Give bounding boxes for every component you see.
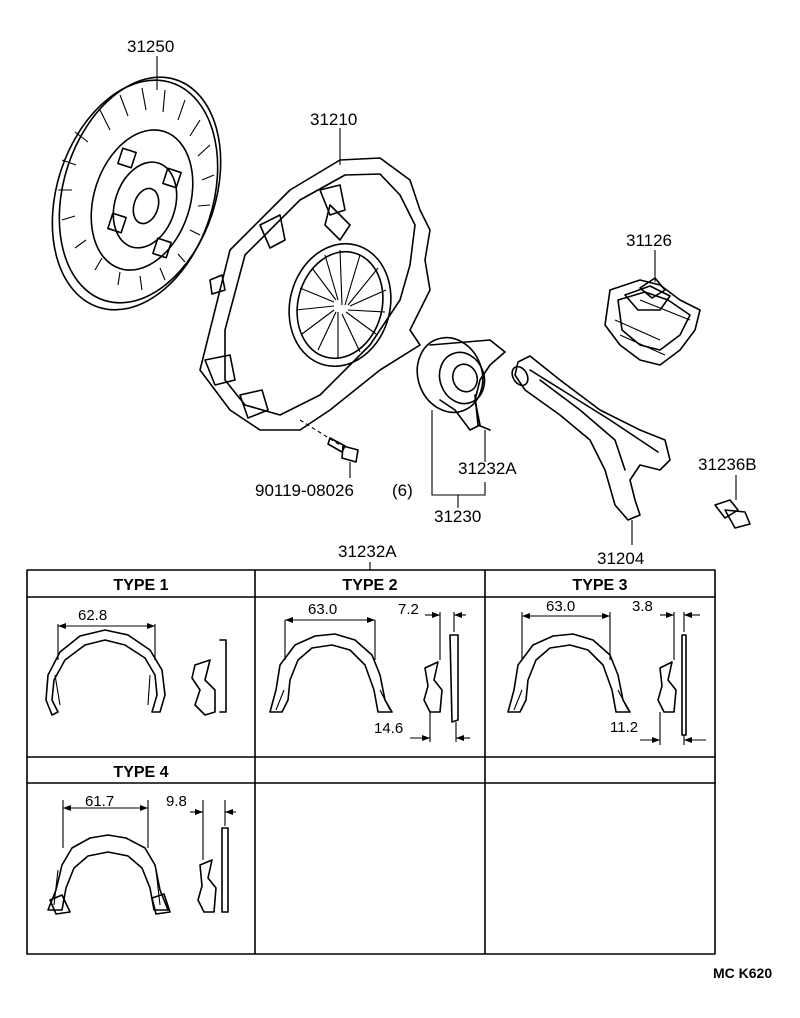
type2-clip-drawing — [269, 612, 470, 742]
table-title: 31232A — [338, 542, 397, 561]
pivot-drawing — [714, 475, 751, 529]
type4-width-dim: 61.7 — [85, 793, 114, 810]
boot-drawing — [604, 250, 701, 366]
type4-header: TYPE 4 — [113, 764, 168, 781]
clip-type-table — [26, 569, 716, 955]
release-bearing-drawing — [416, 336, 506, 508]
type3-header: TYPE 3 — [572, 577, 627, 594]
type3-depth-dim: 11.2 — [610, 719, 638, 736]
type3-width-dim: 63.0 — [546, 598, 575, 615]
bolt-drawing — [327, 437, 359, 478]
type2-depth-dim: 14.6 — [374, 720, 403, 737]
type2-header: TYPE 2 — [342, 577, 397, 594]
part-label-31210: 31210 — [310, 110, 357, 129]
type2-thickness-dim: 7.2 — [398, 601, 419, 618]
type1-header: TYPE 1 — [113, 577, 168, 594]
part-label-bolt: 90119-08026 — [255, 481, 354, 500]
release-fork-drawing — [511, 355, 671, 545]
part-label-31126: 31126 — [626, 231, 672, 250]
part-label-31232A-top: 31232A — [458, 459, 517, 478]
type2-width-dim: 63.0 — [308, 601, 337, 618]
type1-clip-drawing — [45, 623, 227, 716]
part-label-31250: 31250 — [127, 37, 174, 56]
clutch-cover-drawing — [199, 128, 431, 446]
type4-clip-drawing — [47, 800, 236, 915]
part-label-31230: 31230 — [434, 507, 481, 526]
part-label-31204: 31204 — [597, 549, 644, 568]
part-label-31236B: 31236B — [698, 455, 757, 474]
type3-thickness-dim: 3.8 — [632, 598, 653, 615]
type4-thickness-dim: 9.8 — [166, 793, 187, 810]
part-label-bolt-qty: (6) — [392, 481, 413, 500]
drawing-code: MC K620 — [713, 965, 772, 981]
type1-width-dim: 62.8 — [78, 607, 107, 624]
clutch-disc-drawing — [51, 56, 222, 311]
type3-clip-drawing — [507, 612, 706, 745]
